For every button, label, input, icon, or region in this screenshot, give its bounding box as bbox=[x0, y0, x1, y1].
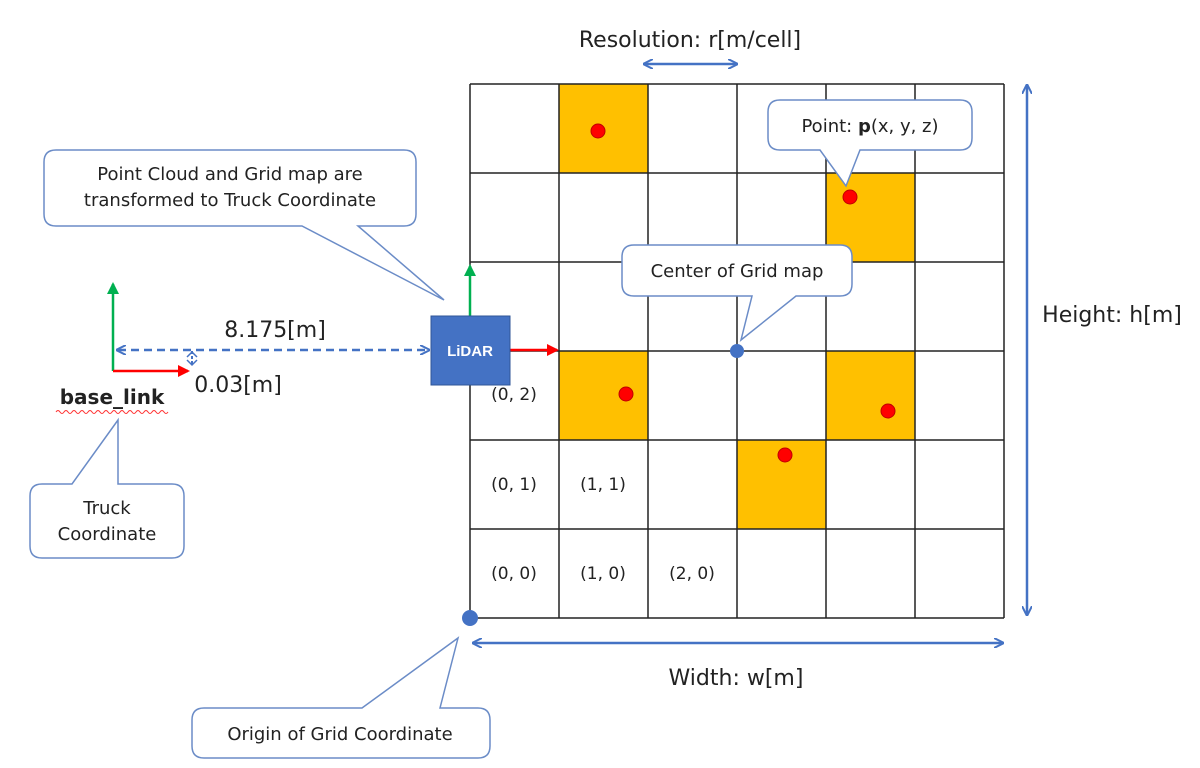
cell-label-0-0: (0, 0) bbox=[491, 564, 537, 584]
callout-point-text: Point: p(x, y, z) bbox=[801, 116, 938, 137]
callout-transform-line1: Point Cloud and Grid map are bbox=[97, 164, 362, 185]
points bbox=[590, 123, 896, 463]
callout-truck-line1: Truck bbox=[82, 498, 131, 519]
point-marker bbox=[842, 189, 858, 205]
cell-label-1-1: (1, 1) bbox=[580, 475, 626, 495]
callout-truck-line2: Coordinate bbox=[58, 524, 157, 545]
cell-label-0-1: (0, 1) bbox=[491, 475, 537, 495]
callout-point-suffix: (x, y, z) bbox=[871, 116, 939, 137]
grid-origin-marker bbox=[462, 610, 478, 626]
callout-origin: Origin of Grid Coordinate bbox=[191, 636, 491, 759]
distance-y-label: 0.03[m] bbox=[194, 373, 282, 398]
callout-center: Center of Grid map bbox=[621, 244, 853, 342]
occupied-cell bbox=[559, 351, 648, 440]
point-marker bbox=[618, 386, 634, 402]
lidar-label: LiDAR bbox=[447, 343, 493, 360]
width-label: Width: w[m] bbox=[669, 666, 804, 691]
resolution-label: Resolution: r[m/cell] bbox=[579, 28, 801, 53]
callout-center-text: Center of Grid map bbox=[651, 261, 824, 282]
occupied-cells bbox=[559, 84, 915, 529]
occupied-cell bbox=[826, 351, 915, 440]
point-marker bbox=[590, 123, 606, 139]
point-marker bbox=[777, 447, 793, 463]
grid-center-marker bbox=[730, 344, 744, 358]
height-label: Height: h[m] bbox=[1042, 303, 1182, 328]
spellcheck-underline bbox=[55, 410, 169, 414]
callout-transform-line2: transformed to Truck Coordinate bbox=[84, 190, 376, 211]
cell-label-1-0: (1, 0) bbox=[580, 564, 626, 584]
base-link-label: base_link bbox=[60, 385, 165, 409]
cell-label-0-2: (0, 2) bbox=[491, 385, 537, 405]
callout-truck: Truck Coordinate bbox=[29, 417, 185, 559]
offset-arrowheads bbox=[186, 350, 198, 367]
callout-origin-text: Origin of Grid Coordinate bbox=[227, 724, 452, 745]
callout-point-prefix: Point: bbox=[801, 116, 857, 137]
callout-point-bold: p bbox=[858, 116, 871, 137]
distance-x-label: 8.175[m] bbox=[224, 318, 326, 343]
cell-label-2-0: (2, 0) bbox=[669, 564, 715, 584]
point-marker bbox=[880, 403, 896, 419]
callout-transform: Point Cloud and Grid map are transformed… bbox=[43, 149, 445, 301]
callout-point: Point: p(x, y, z) bbox=[767, 99, 973, 188]
lidar-box bbox=[430, 315, 511, 386]
